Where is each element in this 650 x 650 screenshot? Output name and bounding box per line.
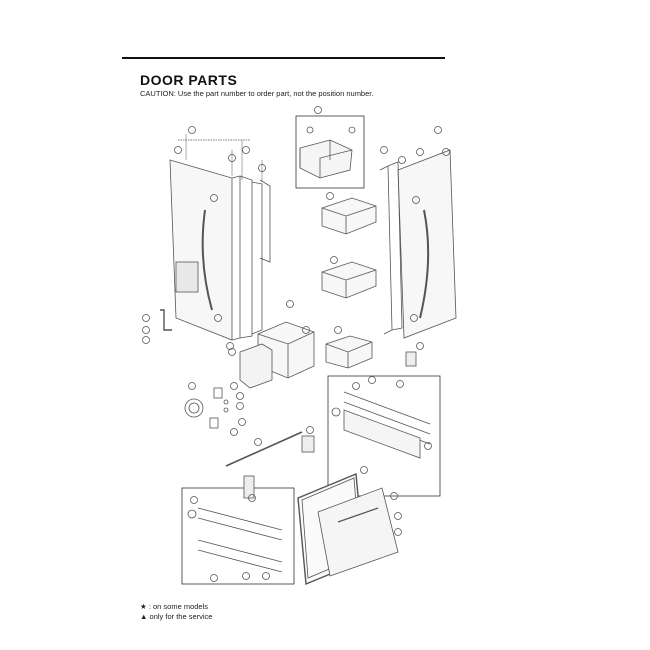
triangle-icon: ▲ xyxy=(140,612,148,621)
header-rule xyxy=(122,57,445,59)
star-icon: ★ xyxy=(140,602,147,611)
center-rail xyxy=(225,426,315,467)
caution-note: CAUTION: Use the part number to order pa… xyxy=(140,89,374,98)
exploded-parts-diagram xyxy=(142,106,457,586)
page-title: DOOR PARTS xyxy=(140,72,238,88)
legend-text: : on some models xyxy=(148,602,209,611)
lower-drawer-rails xyxy=(181,475,295,585)
left-hinge xyxy=(142,309,172,344)
small-parts xyxy=(184,382,246,436)
left-door-assembly xyxy=(169,126,271,350)
right-door-assembly xyxy=(379,126,457,350)
drawer-frame xyxy=(327,375,441,497)
legend: ★ : on some models ▲ only for the servic… xyxy=(140,602,212,622)
right-small-part xyxy=(405,351,417,367)
legend-text: only for the service xyxy=(149,612,213,621)
upper-bin-group xyxy=(295,106,365,189)
legend-item: ▲ only for the service xyxy=(140,612,212,622)
door-bins xyxy=(321,192,377,369)
legend-item: ★ : on some models xyxy=(140,602,212,612)
drawer-door xyxy=(297,466,402,586)
left-door-bins xyxy=(228,300,315,389)
